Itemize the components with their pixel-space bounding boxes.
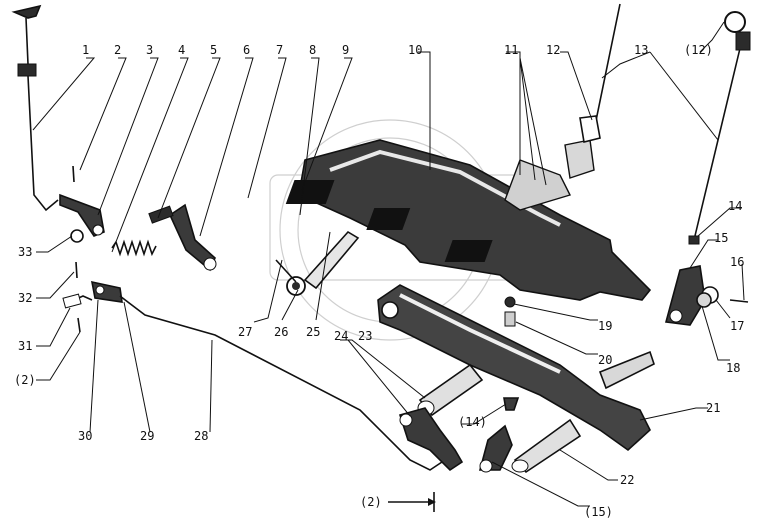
callout-32: 32 <box>18 291 32 305</box>
callout-30: 30 <box>78 429 92 443</box>
hook-latch-part <box>398 407 464 472</box>
callout-26: 26 <box>274 325 288 339</box>
callout-18: 18 <box>726 361 740 375</box>
center-pin-part <box>275 230 360 296</box>
callout-12-paren: (12) <box>684 43 713 57</box>
vertical-rods-part <box>579 3 751 245</box>
callout-24: 24 <box>334 329 348 343</box>
callout-13: 13 <box>634 43 648 57</box>
pin-part <box>511 418 582 474</box>
callout-10: 10 <box>408 43 422 57</box>
callout-2-paren-bottom: (2) <box>360 495 382 509</box>
callout-11: 11 <box>504 43 518 57</box>
callout-20: 20 <box>598 353 612 367</box>
leader-lines <box>32 21 745 507</box>
bushing-part <box>417 363 484 417</box>
lug-and-washers <box>664 265 749 326</box>
callout-9: 9 <box>342 43 349 57</box>
clevis-part <box>90 280 123 303</box>
callout-4: 4 <box>178 43 185 57</box>
fasteners <box>62 165 93 333</box>
callout-14-paren: (14) <box>458 415 487 429</box>
callout-8: 8 <box>309 43 316 57</box>
callout-23: 23 <box>358 329 372 343</box>
callout-1: 1 <box>82 43 89 57</box>
lift-rod-part <box>11 4 59 212</box>
callout-7: 7 <box>276 43 283 57</box>
spring-part <box>111 239 157 257</box>
bell-crank-part <box>59 193 105 237</box>
callout-15: 15 <box>714 231 728 245</box>
callout-2: 2 <box>114 43 121 57</box>
callout-14: 14 <box>728 199 742 213</box>
callout-5: 5 <box>210 43 217 57</box>
callout-27: 27 <box>238 325 252 339</box>
hitch-frame-part <box>285 139 652 301</box>
lower-lug-part <box>478 424 513 473</box>
callout-2-paren-left: (2) <box>14 373 36 387</box>
callout-17: 17 <box>730 319 744 333</box>
callout-28: 28 <box>194 429 208 443</box>
callout-21: 21 <box>706 401 720 415</box>
callout-25: 25 <box>306 325 320 339</box>
callout-19: 19 <box>598 319 612 333</box>
callout-29: 29 <box>140 429 154 443</box>
callout-3: 3 <box>146 43 153 57</box>
callout-15-paren: (15) <box>584 505 613 519</box>
drawbar-part <box>377 284 655 452</box>
callout-labels: 1 2 3 4 5 6 7 8 9 10 11 12 (12) 13 14 15… <box>14 43 744 519</box>
long-rod-part <box>119 295 446 471</box>
callout-22: 22 <box>620 473 634 487</box>
callout-33: 33 <box>18 245 32 259</box>
small-center-parts <box>503 296 520 411</box>
callout-6: 6 <box>243 43 250 57</box>
callout-16: 16 <box>730 255 744 269</box>
bottom-bolt-part <box>388 492 436 512</box>
callout-31: 31 <box>18 339 32 353</box>
swing-lever-part <box>148 203 217 272</box>
callout-12: 12 <box>546 43 560 57</box>
